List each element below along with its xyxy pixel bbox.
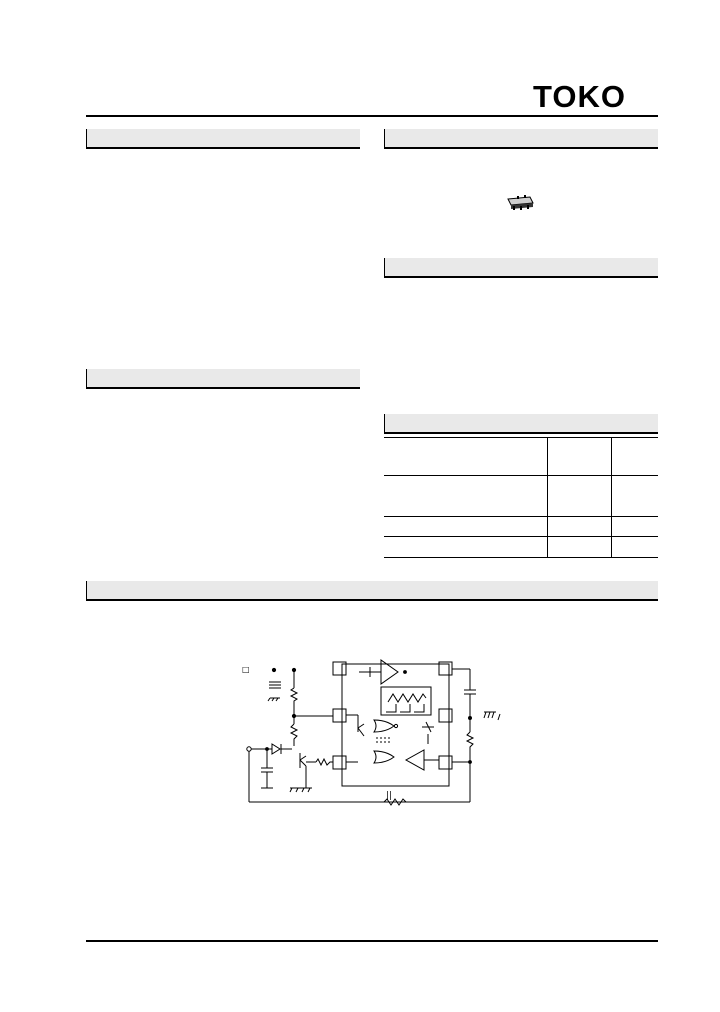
input-stage (246, 743, 470, 803)
table-cell (547, 475, 612, 517)
table-header-cell (547, 437, 612, 476)
table-cell (547, 516, 612, 537)
table-cell (611, 536, 658, 558)
table-row (384, 475, 658, 517)
legend-marks (267, 667, 281, 702)
header-rule (86, 115, 658, 117)
output-network (452, 668, 501, 802)
section-header-full-width (86, 581, 658, 601)
section-header-right-table (384, 414, 658, 434)
toko-logo: TOKO (533, 79, 626, 114)
package-chip-icon (507, 195, 534, 210)
legend-symbol: □ (242, 665, 250, 674)
table-cell (547, 536, 612, 558)
section-header-left-mid (86, 369, 360, 389)
table-cell (611, 516, 658, 537)
table-cell (384, 475, 548, 517)
table-row (384, 516, 658, 537)
supply-rail (289, 667, 333, 746)
section-header-right-mid (384, 258, 658, 278)
table-header-cell (384, 437, 548, 476)
table-header-cell (611, 437, 658, 476)
feedback-capacitor-symbol: || (386, 791, 392, 801)
ic-body (332, 659, 453, 787)
table-cell (384, 536, 548, 558)
feedback-resistor: || (383, 791, 407, 806)
ordering-table (384, 437, 658, 558)
table-header-row (384, 437, 658, 476)
table-cell (384, 516, 548, 537)
table-cell (611, 475, 658, 517)
section-header-right-top (384, 129, 658, 149)
footer-rule (86, 940, 658, 942)
section-header-left-top (86, 129, 360, 149)
application-circuit-diagram: □ (242, 659, 501, 806)
table-row (384, 536, 658, 558)
